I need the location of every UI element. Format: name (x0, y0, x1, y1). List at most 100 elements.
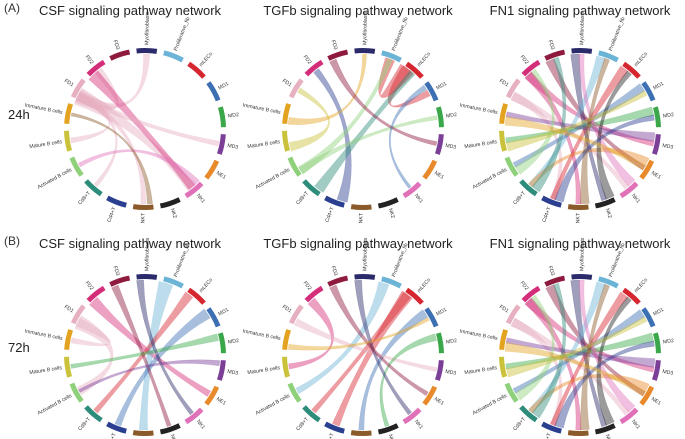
ring-segment (424, 81, 439, 102)
ring-segment (652, 332, 661, 354)
chord-link (550, 291, 629, 427)
ring-segment (109, 49, 131, 61)
segment-label: FD1 (498, 78, 510, 88)
segment-label: MD2 (663, 112, 675, 120)
ring-segment (282, 329, 291, 350)
chord-link (358, 309, 429, 431)
chord-link (70, 112, 153, 205)
chord-link (88, 70, 196, 191)
segment-label: Cd4+T (324, 206, 336, 224)
chord-link (138, 281, 174, 431)
ring-segment (84, 405, 103, 423)
ring-segment (282, 130, 291, 152)
segment-label: Activated B cells (37, 393, 74, 417)
ring-segment (499, 329, 508, 350)
chord-link (528, 55, 606, 188)
chord-link (554, 114, 655, 203)
ring-segment (377, 423, 399, 435)
chord-link (510, 91, 563, 201)
ring-segment (217, 332, 226, 354)
panel-label-a: (A) (4, 1, 20, 15)
ring-segment (499, 103, 508, 124)
ring-segment (504, 156, 519, 177)
ring-segment (217, 106, 226, 128)
ring-segment (571, 48, 593, 54)
chord-link (314, 70, 416, 193)
ring-segment (521, 59, 541, 77)
chord-link (329, 58, 438, 146)
segment-label: NKT (358, 212, 364, 223)
chord-link (70, 333, 219, 369)
chord-link (524, 297, 655, 373)
ring-segment (405, 287, 424, 305)
ring-segment (206, 307, 221, 328)
segment-label: Myofibroblasts (579, 237, 586, 271)
segment-label: mLECs (198, 51, 214, 68)
chord-link (550, 65, 629, 201)
segment-label: Cd8+T (295, 190, 310, 206)
ring-segment (184, 407, 204, 425)
ring-segment (377, 197, 399, 209)
chord-link (354, 279, 412, 416)
chord-link (89, 296, 212, 397)
ring-segment (519, 179, 538, 197)
segment-label: Activated B cells (255, 393, 292, 417)
segment-label: MD2 (446, 112, 458, 120)
chord-link (505, 90, 648, 152)
segment-label: NK2 (604, 208, 613, 220)
ring-segment (64, 103, 73, 124)
ring-segment (187, 287, 206, 305)
segment-label: NK1 (413, 419, 424, 431)
ring-segment (163, 276, 184, 289)
segment-label: FD3 (112, 39, 121, 50)
segment-label: MD1 (435, 81, 448, 92)
chord-link (512, 83, 646, 168)
ring-segment (641, 307, 656, 328)
chord-link (524, 71, 655, 147)
segment-label: Cd4+T (324, 432, 336, 439)
title-72h-csf: CSF signaling pathway network (39, 236, 222, 251)
segment-label: NE1 (650, 170, 662, 180)
segment-label: MD1 (652, 307, 665, 318)
segment-label: Cd4+T (106, 206, 118, 224)
segment-label: NK1 (630, 193, 641, 205)
segment-label: Myofibroblasts (579, 11, 586, 45)
ring-segment (327, 275, 349, 287)
ring-segment (106, 421, 127, 434)
ring-segment (302, 179, 321, 197)
segment-label: MD1 (217, 81, 230, 92)
ring-segment (324, 421, 345, 434)
chord-link (531, 282, 567, 419)
segment-label: NE1 (650, 396, 662, 406)
chord-link (504, 116, 646, 171)
ring-segment (109, 275, 131, 287)
chord-link (379, 333, 437, 427)
ring-segment (288, 78, 304, 99)
chord-link (74, 67, 119, 111)
chord-link (570, 53, 607, 202)
ring-segment (217, 134, 226, 155)
segment-label: Myofibroblasts (144, 237, 151, 271)
chord-link (93, 291, 194, 414)
ring-segment (381, 276, 402, 289)
chord-link (596, 70, 632, 200)
segment-label: FD2 (519, 54, 530, 65)
chord-link (578, 53, 636, 187)
segment-label: Activated B cells (472, 167, 509, 191)
segment-label: Mature B cells (464, 365, 498, 376)
ring-segment (402, 407, 422, 425)
ring-segment (641, 81, 656, 102)
segment-label: FD3 (330, 265, 339, 276)
ring-segment (639, 385, 655, 406)
segment-label: FD1 (281, 304, 293, 314)
segment-label: MD3 (227, 369, 239, 377)
ring-segment (598, 276, 619, 289)
ring-segment (302, 405, 321, 423)
segment-label: NK1 (413, 193, 424, 205)
ring-segment (598, 50, 619, 63)
ring-segment (402, 181, 422, 199)
segment-label: FD2 (519, 280, 530, 291)
